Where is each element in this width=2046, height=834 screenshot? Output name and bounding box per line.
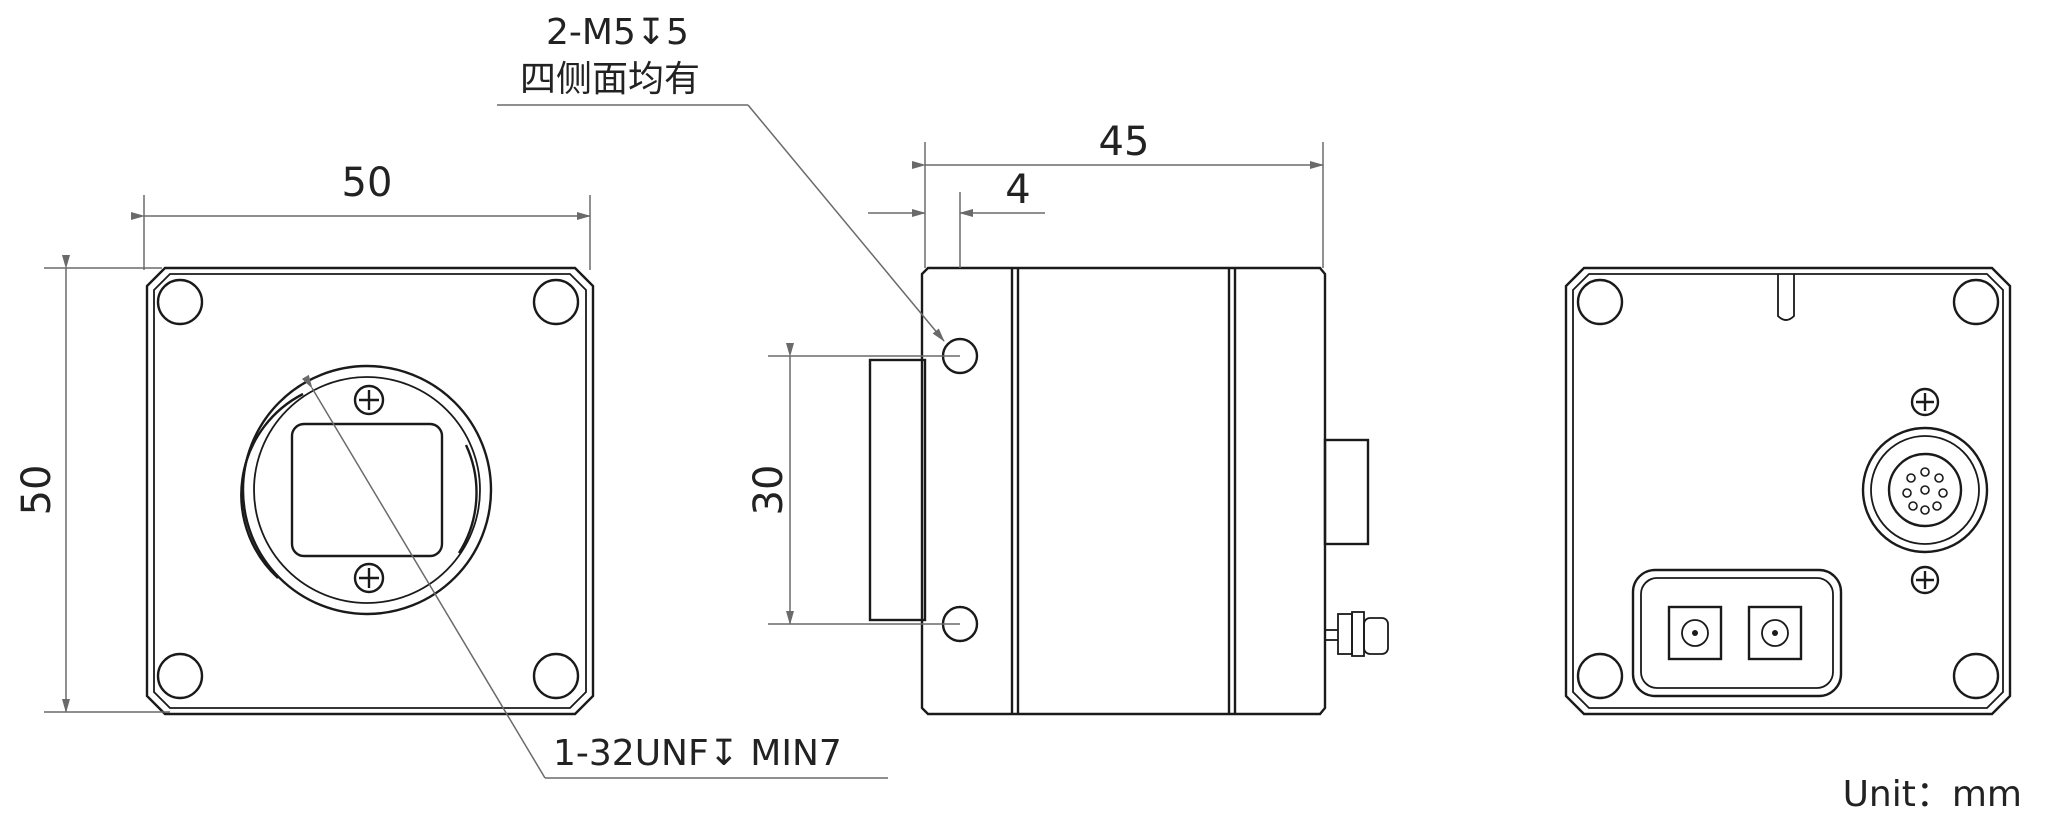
- rear-body-inner-outline: [1572, 273, 2004, 709]
- rear-circular-connector: [1861, 426, 1989, 554]
- side-flange-label: 4: [1005, 167, 1030, 213]
- front-body-outline: [145, 266, 595, 716]
- front-body-inner-outline: [153, 273, 587, 709]
- mount-holes-note-label: 四侧面均有: [520, 59, 700, 100]
- lens-mount-thread-arc: [240, 392, 304, 579]
- sensor-window: [290, 422, 444, 558]
- front-screw-icon: [353, 562, 385, 594]
- front-view: 50 50: [14, 160, 595, 716]
- front-corner-hole: [532, 652, 580, 700]
- rear-body-outline: [1564, 266, 2012, 716]
- rear-led-indicator: [1667, 605, 1723, 661]
- side-connector-block: [1323, 438, 1370, 546]
- rear-corner-hole: [1576, 278, 1624, 326]
- rear-corner-hole: [1952, 278, 2000, 326]
- rear-view: [1564, 266, 2012, 716]
- rear-indicator-panel: [1631, 568, 1843, 698]
- lens-mount-callout: 1-32UNF↧ MIN7: [301, 374, 888, 779]
- unit-label: Unit：mm: [1843, 774, 2022, 815]
- side-hole-spacing-label: 30: [746, 465, 792, 516]
- lens-mount-spec-label: 1-32UNF↧ MIN7: [553, 733, 842, 774]
- front-screw-icon: [353, 384, 385, 416]
- side-cable-gland: [1325, 611, 1389, 657]
- rear-top-slot: [1777, 274, 1795, 321]
- rear-corner-hole: [1576, 652, 1624, 700]
- front-height-label: 50: [14, 465, 60, 516]
- front-corner-hole: [156, 278, 204, 326]
- side-length-label: 45: [1099, 119, 1150, 165]
- rear-screw-icon: [1910, 387, 1940, 417]
- side-lens-mount: [868, 358, 927, 622]
- side-view: 45 4 30: [746, 119, 1389, 716]
- mount-holes-spec-label: 2-M5↧5: [546, 12, 689, 53]
- rear-corner-hole: [1952, 652, 2000, 700]
- front-width-label: 50: [342, 160, 393, 206]
- lens-mount-thread-arc: [457, 444, 478, 554]
- rear-screw-icon: [1910, 565, 1940, 595]
- rear-indicator-panel-inner: [1640, 577, 1834, 689]
- front-corner-hole: [156, 652, 204, 700]
- rear-led-indicator: [1747, 605, 1803, 661]
- mount-holes-callout: 2-M5↧5 四侧面均有: [497, 12, 945, 342]
- front-corner-hole: [532, 278, 580, 326]
- side-body-outline: [920, 266, 1327, 716]
- lens-mount-outer: [241, 364, 493, 616]
- lens-mount-inner: [253, 376, 481, 604]
